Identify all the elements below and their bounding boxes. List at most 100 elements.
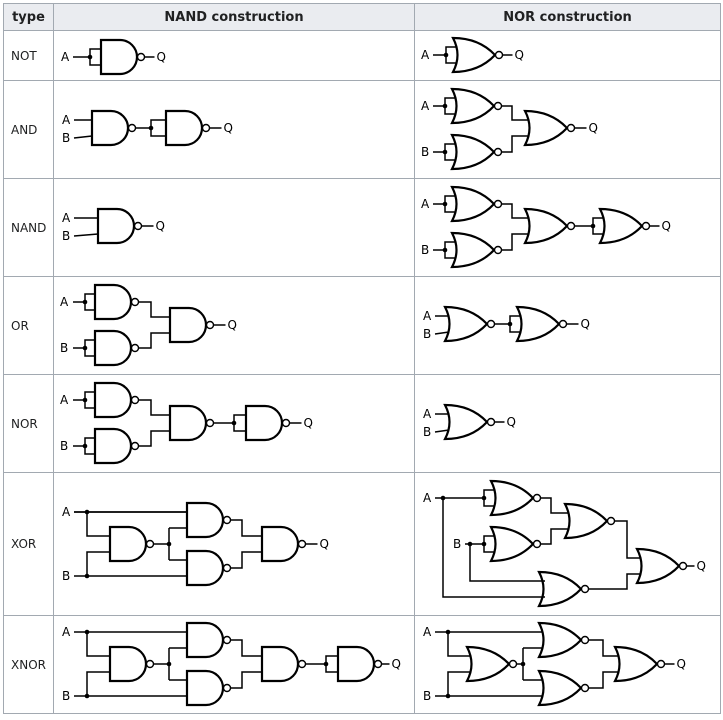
inversion-bubble: [130, 297, 140, 307]
nand-gate: [93, 427, 133, 465]
wire: [73, 233, 99, 237]
inversion-bubble: [493, 101, 503, 111]
inversion-bubble: [566, 221, 576, 231]
logic-gate-table: type NAND construction NOR construction …: [3, 3, 721, 714]
inversion-bubble: [222, 563, 232, 573]
input-label-a: A: [423, 407, 432, 421]
output-label-q: Q: [392, 657, 401, 671]
nand-gate: [185, 669, 225, 707]
type-label-xor: XOR: [3, 472, 54, 616]
inversion-bubble: [201, 123, 211, 133]
input-label-b: B: [423, 689, 431, 703]
nand-gate: [260, 525, 300, 563]
output-label-q: Q: [581, 317, 590, 331]
output-label-q: Q: [662, 219, 671, 233]
nor-gate: [450, 133, 496, 171]
junction-dot: [231, 420, 237, 426]
wire: [447, 632, 471, 657]
input-label-b: B: [421, 145, 429, 159]
wire: [501, 135, 529, 153]
input-label-b: B: [421, 243, 429, 257]
inversion-bubble: [222, 683, 232, 693]
input-label-a: A: [62, 211, 71, 225]
inversion-bubble: [508, 659, 518, 669]
nand-gate: [90, 109, 130, 147]
nor-gate: [598, 207, 644, 245]
nor-gate: [635, 547, 681, 585]
nor-gate: [563, 502, 609, 540]
nor-gate: [450, 87, 496, 125]
wire: [138, 301, 170, 318]
inversion-bubble: [606, 516, 616, 526]
header-type: type: [3, 3, 54, 31]
wire: [588, 671, 619, 689]
wire: [588, 639, 619, 657]
nor-nor-circuit: ABQ: [423, 403, 516, 441]
wire: [138, 332, 170, 349]
input-label-a: A: [61, 50, 70, 64]
inversion-bubble: [133, 221, 143, 231]
inversion-bubble: [656, 659, 666, 669]
inversion-bubble: [130, 395, 140, 405]
wire: [540, 497, 569, 514]
wire: [501, 105, 529, 121]
inversion-bubble: [205, 418, 215, 428]
input-label-b: B: [423, 327, 431, 341]
output-label-q: Q: [320, 537, 329, 551]
output-label-q: Q: [157, 50, 166, 64]
nand-gate: [336, 645, 376, 683]
nor-gate: [443, 305, 489, 343]
type-label-not: NOT: [3, 30, 54, 81]
junction-dot: [323, 661, 329, 667]
wire: [86, 551, 110, 576]
inversion-bubble: [532, 493, 542, 503]
inversion-bubble: [127, 123, 137, 133]
type-label-and: AND: [3, 80, 54, 179]
nor-gate: [515, 305, 561, 343]
wire: [86, 632, 110, 657]
nor-gate: [450, 231, 496, 269]
wire: [230, 639, 262, 657]
output-label-q: Q: [228, 318, 237, 332]
type-label-nand: NAND: [3, 178, 54, 277]
nand-gate: [244, 404, 284, 442]
inversion-bubble: [297, 539, 307, 549]
wire: [138, 430, 170, 447]
input-label-a: A: [421, 48, 430, 62]
output-label-q: Q: [224, 121, 233, 135]
nor-gate: [613, 645, 659, 683]
junction-dot: [507, 321, 513, 327]
input-label-b: B: [423, 425, 431, 439]
inversion-bubble: [493, 147, 503, 157]
nor-gate: [450, 185, 496, 223]
nor-gate: [523, 207, 569, 245]
input-label-b: B: [62, 689, 70, 703]
output-label-q: Q: [697, 559, 706, 573]
wire: [469, 544, 545, 582]
inversion-bubble: [281, 418, 291, 428]
wire: [501, 233, 529, 251]
nor-or-circuit: ABQ: [423, 305, 590, 343]
wire: [73, 135, 93, 139]
input-label-a: A: [62, 113, 71, 127]
wire: [540, 528, 569, 545]
nor-gate: [465, 645, 511, 683]
nand-xor-circuit: ABQ: [62, 501, 329, 587]
nand-gate: [168, 306, 208, 344]
inversion-bubble: [678, 561, 688, 571]
inversion-bubble: [205, 320, 215, 330]
